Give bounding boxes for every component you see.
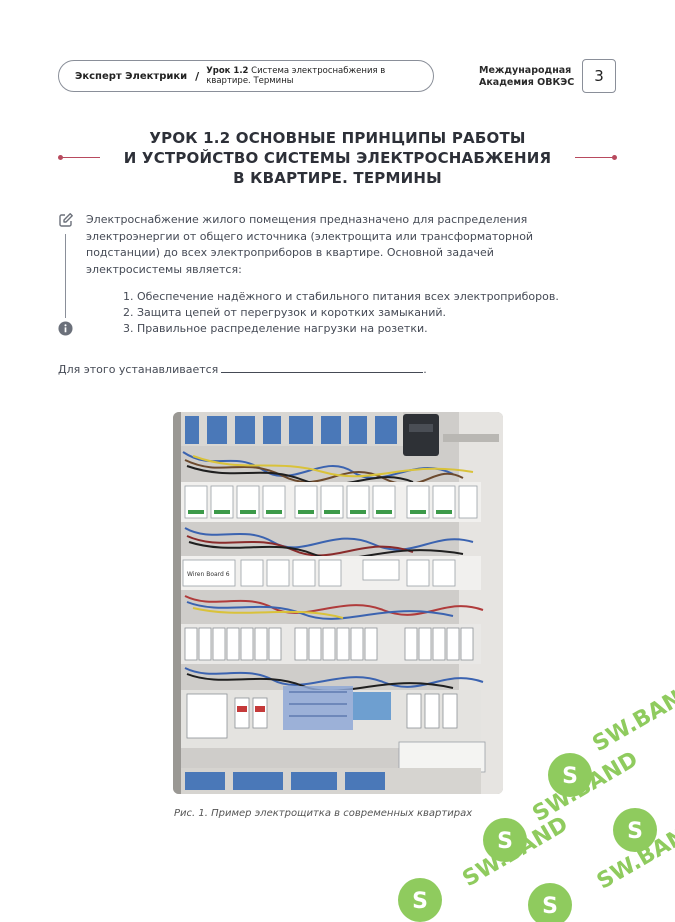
fill-in-blank[interactable] bbox=[221, 362, 424, 373]
list-item: 2. Защита цепей от перегрузок и коротких… bbox=[123, 306, 447, 319]
page-title-line: УРОК 1.2 ОСНОВНЫЕ ПРИНЦИПЫ РАБОТЫ bbox=[149, 129, 526, 147]
title-decoration-line-right bbox=[575, 157, 613, 158]
course-name[interactable]: Эксперт Электрики bbox=[75, 70, 188, 82]
lesson-number: Урок 1.2 bbox=[206, 66, 249, 76]
fill-in-end: . bbox=[423, 363, 427, 376]
page-number: 3 bbox=[582, 59, 616, 93]
electrical-panel-photo: Wiren Board 6 bbox=[173, 412, 503, 794]
watermark-letter: S bbox=[627, 819, 643, 844]
breadcrumb-separator: / bbox=[195, 69, 200, 83]
title-decoration-dot-left bbox=[58, 155, 63, 160]
fill-in-sentence: Для этого устанавливается. bbox=[58, 362, 427, 376]
lesson-label: Урок 1.2 Система электроснабжения в квар… bbox=[206, 66, 396, 86]
watermark-letter: S bbox=[497, 829, 513, 854]
panel-illustration: Wiren Board 6 bbox=[173, 412, 503, 794]
page-title: УРОК 1.2 ОСНОВНЫЕ ПРИНЦИПЫ РАБОТЫ И УСТР… bbox=[100, 128, 575, 188]
intro-paragraph: Электроснабжение жилого помещения предна… bbox=[86, 213, 534, 276]
edit-icon bbox=[59, 213, 73, 227]
watermark-letter: S bbox=[542, 894, 558, 919]
list-item: 1. Обеспечение надёжного и стабильного п… bbox=[123, 290, 559, 303]
watermark-letter: S bbox=[562, 764, 578, 789]
header-breadcrumb: Эксперт Электрики / Урок 1.2 Система эле… bbox=[58, 60, 434, 92]
title-decoration-line-left bbox=[62, 157, 100, 158]
page-title-line: В КВАРТИРЕ. ТЕРМИНЫ bbox=[233, 169, 442, 187]
academy-name: Международная Академия ОВКЭС bbox=[479, 65, 575, 88]
task-list: 1. Обеспечение надёжного и стабильного п… bbox=[123, 289, 559, 337]
fill-in-text: Для этого устанавливается bbox=[58, 363, 219, 376]
title-decoration-dot-right bbox=[612, 155, 617, 160]
watermark-letter: S bbox=[412, 889, 428, 914]
panel-module-label: Wiren Board 6 bbox=[187, 571, 230, 578]
list-item: 3. Правильное распределение нагрузки на … bbox=[123, 322, 428, 335]
watermark: SW.BAND SW.BAND SW.BAND SW.BAND S S S S … bbox=[398, 677, 675, 922]
lesson-title: Система электроснабжения в квартире. Тер… bbox=[206, 66, 386, 86]
watermark-text: SW.BAND bbox=[589, 677, 675, 757]
info-icon bbox=[58, 321, 73, 336]
note-divider bbox=[65, 234, 66, 318]
page-title-line: И УСТРОЙСТВО СИСТЕМЫ ЭЛЕКТРОСНАБЖЕНИЯ bbox=[123, 149, 552, 167]
figure-caption: Рис. 1. Пример электрощитка в современны… bbox=[174, 808, 473, 819]
